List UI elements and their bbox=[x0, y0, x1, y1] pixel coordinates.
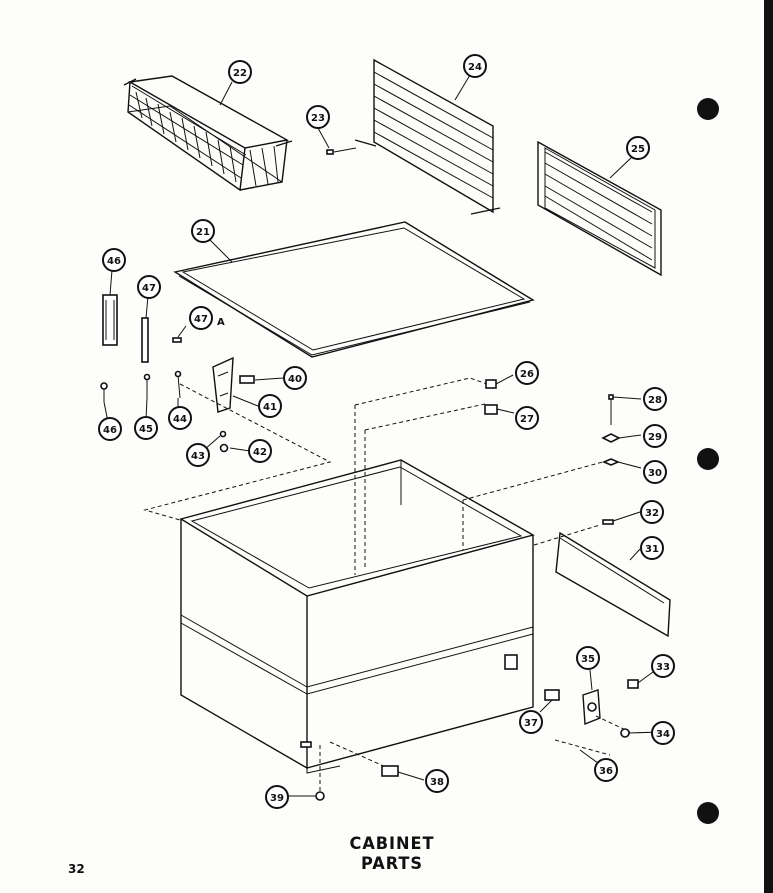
page-number: 32 bbox=[68, 862, 85, 876]
callout-28: 28 bbox=[643, 387, 667, 411]
lid-gasket bbox=[173, 221, 535, 358]
callout-25: 25 bbox=[626, 136, 650, 160]
svg-text:33: 33 bbox=[656, 662, 670, 673]
scan-edge bbox=[764, 0, 773, 893]
diagram-title: CABINET PARTS bbox=[349, 834, 435, 874]
svg-text:46: 46 bbox=[103, 425, 117, 436]
svg-text:41: 41 bbox=[263, 402, 277, 413]
svg-text:22: 22 bbox=[233, 68, 247, 79]
svg-text:46: 46 bbox=[107, 256, 121, 267]
callout-36: 36 bbox=[594, 758, 618, 782]
rear-panel bbox=[537, 140, 662, 277]
callout-24: 24 bbox=[463, 54, 487, 78]
callout-47: 46 bbox=[102, 248, 126, 272]
bottom-parts bbox=[315, 679, 639, 801]
cabinet-body bbox=[179, 459, 535, 774]
shelf-divider bbox=[326, 58, 501, 215]
callout-45: 45 bbox=[134, 416, 158, 440]
callout-42: 42 bbox=[248, 439, 272, 463]
svg-text:29: 29 bbox=[648, 432, 662, 443]
svg-text:32: 32 bbox=[645, 508, 659, 519]
svg-text:47: 47 bbox=[142, 283, 156, 294]
hinge-assembly bbox=[100, 294, 255, 453]
callout-21: 21 bbox=[191, 219, 215, 243]
svg-text:47: 47 bbox=[194, 314, 208, 325]
callout-22: 22 bbox=[228, 60, 252, 84]
svg-text:25: 25 bbox=[631, 144, 645, 155]
callout-44: 44 bbox=[168, 406, 192, 430]
svg-text:31: 31 bbox=[645, 544, 659, 555]
svg-text:26: 26 bbox=[520, 369, 534, 380]
svg-text:36: 36 bbox=[599, 766, 613, 777]
callout-29: 29 bbox=[643, 424, 667, 448]
binder-hole bbox=[697, 98, 719, 120]
callout-23: 23 bbox=[306, 105, 330, 129]
svg-text:39: 39 bbox=[270, 793, 284, 804]
callout-27: 27 bbox=[515, 406, 539, 430]
callout-31: 31 bbox=[640, 536, 664, 560]
leader-lines bbox=[103, 74, 662, 797]
callout-43: 43 bbox=[186, 443, 210, 467]
callout-37: 37 bbox=[519, 710, 543, 734]
svg-text:40: 40 bbox=[288, 374, 302, 385]
binder-hole bbox=[697, 802, 719, 824]
svg-text:24: 24 bbox=[468, 62, 482, 73]
svg-text:23: 23 bbox=[311, 113, 325, 124]
callout-30: 30 bbox=[643, 460, 667, 484]
callout-48: 47 bbox=[137, 275, 161, 299]
svg-text:21: 21 bbox=[196, 227, 210, 238]
svg-text:45: 45 bbox=[139, 424, 153, 435]
svg-text:A: A bbox=[217, 317, 225, 328]
svg-text:44: 44 bbox=[173, 414, 187, 425]
svg-text:38: 38 bbox=[430, 777, 444, 788]
callout-40: 40 bbox=[283, 366, 307, 390]
svg-text:30: 30 bbox=[648, 468, 662, 479]
svg-text:43: 43 bbox=[191, 451, 205, 462]
svg-text:27: 27 bbox=[520, 414, 534, 425]
svg-text:34: 34 bbox=[656, 729, 670, 740]
callout-41: 41 bbox=[258, 394, 282, 418]
svg-text:37: 37 bbox=[524, 718, 538, 729]
callout-34: 34 bbox=[651, 721, 675, 745]
callout-48a: 47 A bbox=[189, 306, 225, 330]
wire-basket bbox=[123, 75, 293, 192]
svg-text:35: 35 bbox=[581, 654, 595, 665]
binder-hole bbox=[697, 448, 719, 470]
guide-lines bbox=[143, 377, 631, 792]
callout-35: 35 bbox=[576, 646, 600, 670]
callout-46: 46 bbox=[98, 417, 122, 441]
callout-39: 39 bbox=[265, 785, 289, 809]
callout-26: 26 bbox=[515, 361, 539, 385]
callout-32: 32 bbox=[640, 500, 664, 524]
right-side-parts bbox=[484, 379, 671, 638]
callout-38: 38 bbox=[425, 769, 449, 793]
svg-text:42: 42 bbox=[253, 447, 267, 458]
callout-33: 33 bbox=[651, 654, 675, 678]
svg-text:28: 28 bbox=[648, 395, 662, 406]
